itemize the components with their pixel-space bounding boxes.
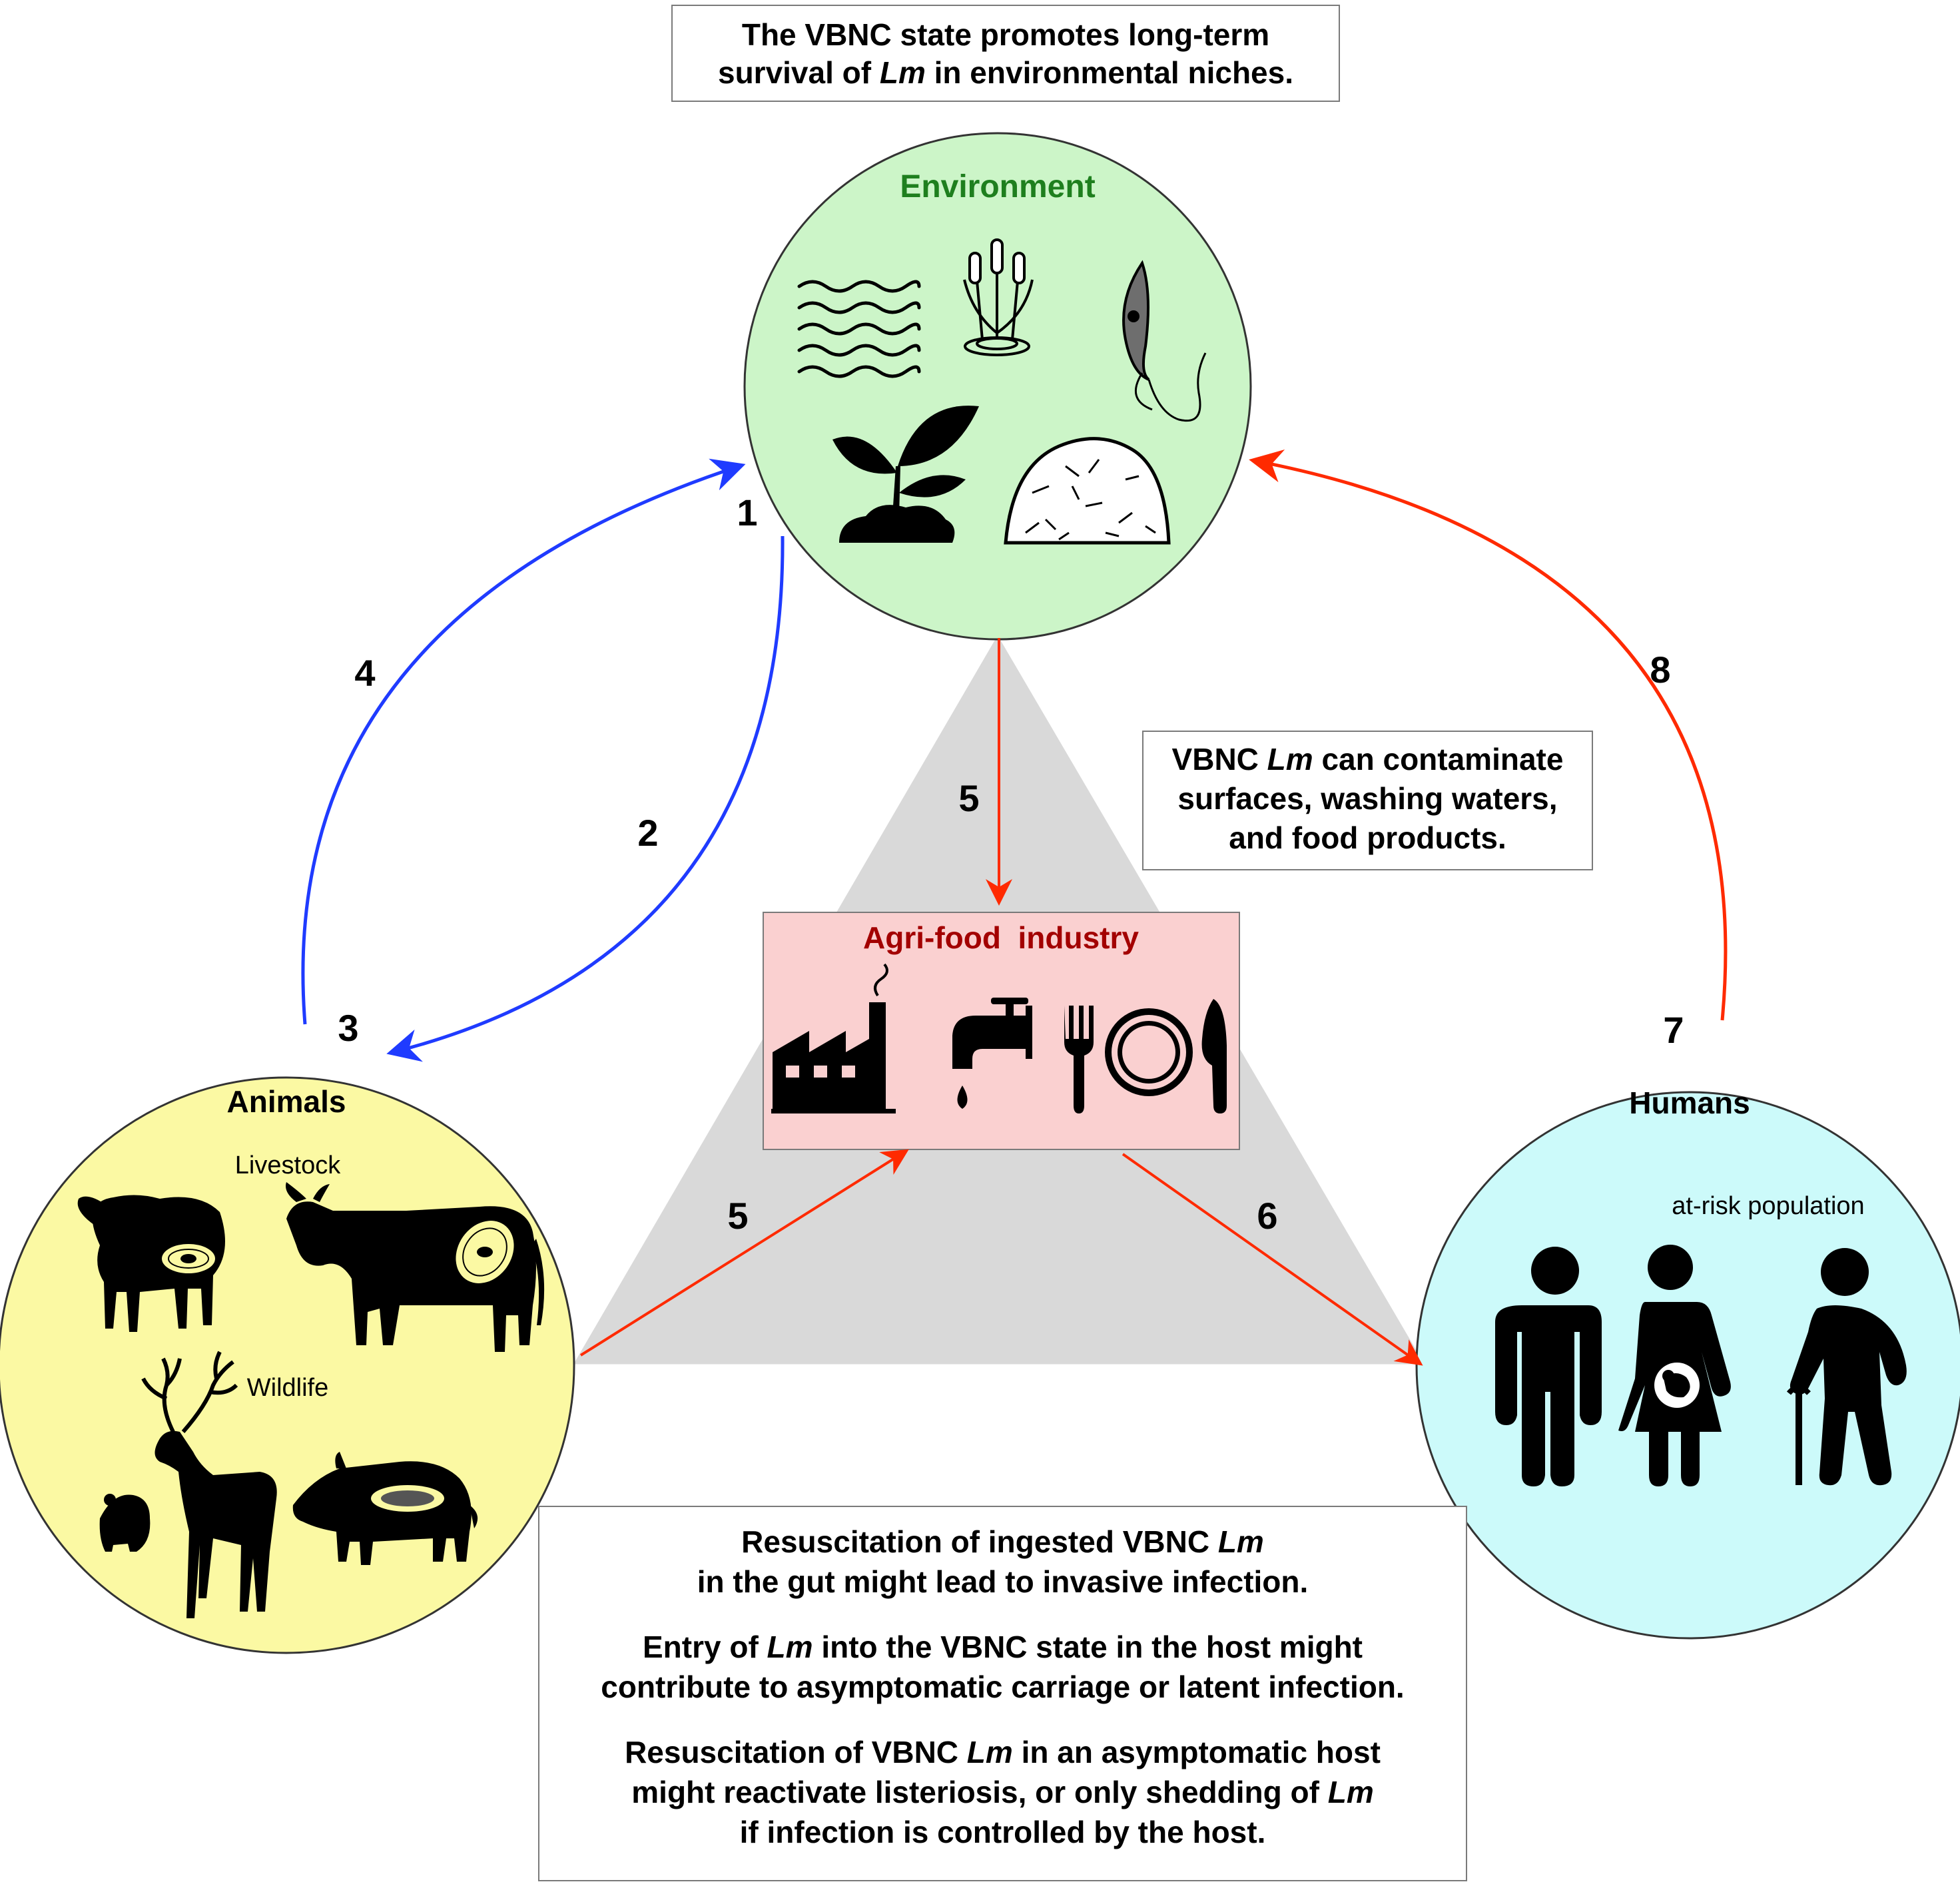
host-p2-line-1a: Entry of xyxy=(642,1630,767,1664)
arrow-6 xyxy=(1122,1153,1423,1366)
step-label-3: 3 xyxy=(338,1007,358,1049)
step-label-4: 4 xyxy=(354,652,375,694)
contamination-line-1-em: Lm xyxy=(1267,742,1313,777)
host-p1-line-2: in the gut might lead to invasive infect… xyxy=(697,1564,1309,1599)
contamination-note-box: VBNC Lm can contaminate surfaces, washin… xyxy=(1142,731,1593,870)
contamination-line-1a: VBNC xyxy=(1171,742,1267,777)
elderly-person-icon xyxy=(1786,1248,1907,1486)
top-note-line-2-em: Lm xyxy=(879,55,926,90)
at-risk-population-label: at-risk population xyxy=(1672,1192,1864,1220)
host-p2-line-1-em: Lm xyxy=(767,1630,813,1664)
cutlery-plate-icon xyxy=(1064,999,1227,1113)
faucet-icon xyxy=(952,998,1032,1109)
cow-icon xyxy=(286,1182,545,1352)
arrow-4 xyxy=(301,458,746,1025)
wildlife-label: Wildlife xyxy=(247,1374,328,1402)
waves-icon xyxy=(797,280,921,378)
pregnant-woman-icon xyxy=(1618,1245,1731,1486)
step-label-5-top: 5 xyxy=(958,777,979,819)
host-p1-line-1-em: Lm xyxy=(1217,1524,1264,1559)
arrow-5-left xyxy=(579,1149,909,1357)
protozoa-icon xyxy=(1122,260,1207,422)
environment-circle xyxy=(743,132,1252,641)
host-p3-line-3: if infection is controlled by the host. xyxy=(739,1815,1266,1849)
step-label-1: 1 xyxy=(737,491,757,533)
host-p1-line-1a: Resuscitation of ingested VBNC xyxy=(741,1524,1218,1559)
sheep-icon xyxy=(77,1195,225,1332)
host-note-box: Resuscitation of ingested VBNC Lm in the… xyxy=(538,1506,1467,1881)
step-label-6: 6 xyxy=(1257,1195,1277,1237)
step-label-8: 8 xyxy=(1650,649,1670,691)
host-p3-line-2a: might reactivate listeriosis, or only sh… xyxy=(631,1775,1328,1809)
step-label-5-left: 5 xyxy=(727,1195,748,1237)
animals-title: Animals xyxy=(227,1084,346,1119)
humans-title: Humans xyxy=(1629,1086,1750,1120)
boar-icon xyxy=(292,1452,478,1565)
top-note-line-2a: survival of xyxy=(717,55,880,90)
reeds-icon xyxy=(963,238,1034,356)
environment-title: Environment xyxy=(900,169,1095,204)
factory-icon xyxy=(771,963,896,1113)
arrow-8 xyxy=(1249,450,1728,1021)
host-p3-line-1b: in an asymptomatic host xyxy=(1012,1735,1381,1769)
industry-title: Agri-food industry xyxy=(863,920,1139,955)
contamination-line-2: surfaces, washing waters, xyxy=(1177,781,1558,816)
livestock-label: Livestock xyxy=(235,1151,341,1179)
host-p3-line-1a: Resuscitation of VBNC xyxy=(625,1735,967,1769)
host-p3-line-2-em: Lm xyxy=(1327,1775,1374,1809)
contamination-line-1b: can contaminate xyxy=(1313,742,1564,777)
step-label-7: 7 xyxy=(1663,1009,1684,1051)
deer-icon xyxy=(141,1351,277,1618)
host-p3-line-1-em: Lm xyxy=(966,1735,1013,1769)
man-icon xyxy=(1495,1247,1602,1486)
plant-icon xyxy=(832,406,979,543)
contamination-line-3: and food products. xyxy=(1229,820,1506,855)
hay-icon xyxy=(1004,437,1171,545)
arrow-2 xyxy=(386,535,785,1062)
rodent-icon xyxy=(99,1494,151,1552)
top-note-line-2b: in environmental niches. xyxy=(925,55,1293,90)
top-note-box: The VBNC state promotes long-term surviv… xyxy=(671,5,1340,102)
top-note-line-1: The VBNC state promotes long-term xyxy=(741,17,1270,52)
step-label-2: 2 xyxy=(637,812,658,854)
host-p2-line-1b: into the VBNC state in the host might xyxy=(813,1630,1363,1664)
host-p2-line-2: contribute to asymptomatic carriage or l… xyxy=(601,1670,1405,1704)
